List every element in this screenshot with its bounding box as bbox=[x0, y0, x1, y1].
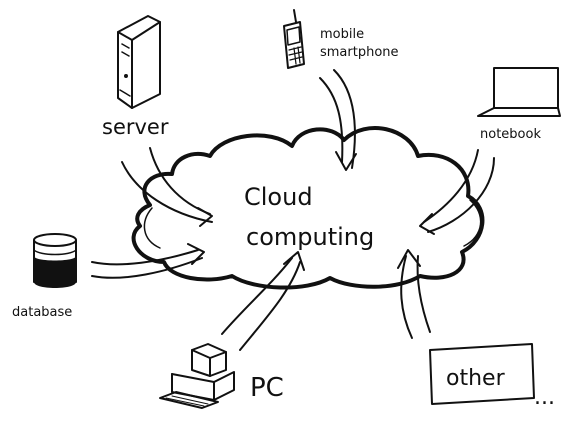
arrow-server-to-cloud bbox=[121, 147, 213, 227]
mobile-label-line1: mobile bbox=[320, 27, 364, 42]
cloud-sketch-line bbox=[143, 207, 161, 249]
server-label: server bbox=[102, 115, 169, 139]
other-box bbox=[429, 343, 535, 405]
database-icon bbox=[33, 233, 77, 288]
arrow-database-to-cloud bbox=[91, 243, 205, 279]
cloud-shape bbox=[131, 126, 485, 290]
database-label: database bbox=[12, 305, 72, 320]
pc-label: PC bbox=[250, 373, 284, 403]
arrow-other-to-cloud bbox=[397, 249, 431, 339]
notebook-icon bbox=[477, 67, 561, 117]
mobile-phone-icon bbox=[283, 9, 305, 69]
mobile-label-line2: smartphone bbox=[320, 45, 399, 60]
ellipsis-label: ... bbox=[534, 385, 555, 410]
cloud-label-line1: Cloud bbox=[244, 183, 313, 211]
arrow-pc-to-cloud bbox=[221, 251, 305, 351]
arrow-notebook-to-cloud bbox=[419, 149, 495, 235]
pc-icon bbox=[159, 343, 235, 409]
other-label: other bbox=[446, 366, 506, 391]
notebook-label: notebook bbox=[480, 127, 541, 142]
server-icon bbox=[117, 15, 161, 109]
arrow-mobile-to-cloud bbox=[319, 69, 357, 171]
cloud-label-line2: computing bbox=[246, 223, 374, 251]
